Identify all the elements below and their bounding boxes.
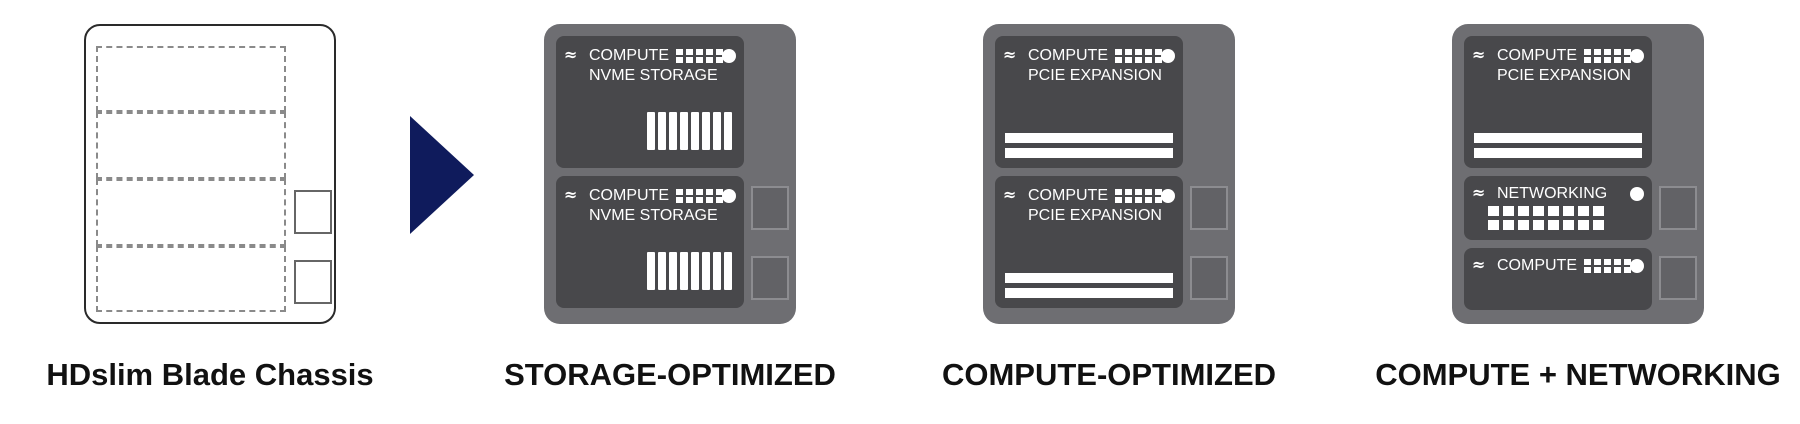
empty-bay-1 bbox=[96, 46, 286, 112]
blade-subtitle: PCIE EXPANSION bbox=[1028, 67, 1162, 84]
blade-title: NETWORKING bbox=[1497, 185, 1608, 202]
caption-compute-networking: COMPUTE + NETWORKING bbox=[1375, 357, 1781, 392]
status-led-icon bbox=[722, 189, 736, 203]
status-led-icon bbox=[1630, 259, 1644, 273]
blade-subtitle: NVME STORAGE bbox=[589, 207, 718, 224]
logo-icon: ≈ bbox=[564, 45, 577, 64]
status-led-icon bbox=[722, 49, 736, 63]
networking-blade: ≈ NETWORKING bbox=[1464, 176, 1652, 240]
empty-side-bay-2 bbox=[294, 260, 332, 304]
pcie-card-icon bbox=[1474, 128, 1642, 158]
caption-compute-optimized: COMPUTE-OPTIMIZED bbox=[941, 357, 1277, 392]
empty-chassis bbox=[84, 24, 336, 324]
nvme-storage-blade-1: ≈ COMPUTE NVME STORAGE bbox=[556, 36, 744, 168]
empty-side-bay-1 bbox=[294, 190, 332, 234]
led-array-icon bbox=[1584, 49, 1631, 63]
empty-bay-4 bbox=[96, 246, 286, 312]
compute-chassis: ≈ COMPUTE PCIE EXPANSION ≈ COMPUTE PCIE … bbox=[983, 24, 1235, 324]
drive-slot-icon bbox=[647, 112, 732, 150]
pcie-expansion-blade-2: ≈ COMPUTE PCIE EXPANSION bbox=[995, 176, 1183, 308]
empty-bay-2 bbox=[96, 112, 286, 179]
pcie-expansion-blade: ≈ COMPUTE PCIE EXPANSION bbox=[1464, 36, 1652, 168]
blade-title: COMPUTE bbox=[1028, 187, 1108, 204]
side-bay-1 bbox=[1659, 186, 1697, 230]
pcie-card-icon bbox=[1005, 128, 1173, 158]
side-bay-1 bbox=[1190, 186, 1228, 230]
caption-empty-chassis: HDslim Blade Chassis bbox=[46, 357, 374, 392]
drive-slot-icon bbox=[647, 252, 732, 290]
status-led-icon bbox=[1161, 189, 1175, 203]
compute-blade: ≈ COMPUTE bbox=[1464, 248, 1652, 310]
pcie-expansion-blade-1: ≈ COMPUTE PCIE EXPANSION bbox=[995, 36, 1183, 168]
blade-title: COMPUTE bbox=[1497, 47, 1577, 64]
logo-icon: ≈ bbox=[1472, 183, 1485, 202]
logo-icon: ≈ bbox=[1003, 185, 1016, 204]
led-array-icon bbox=[1115, 49, 1162, 63]
blade-title: COMPUTE bbox=[1497, 257, 1577, 274]
led-array-icon bbox=[1115, 189, 1162, 203]
logo-icon: ≈ bbox=[1472, 255, 1485, 274]
logo-icon: ≈ bbox=[1472, 45, 1485, 64]
blade-subtitle: NVME STORAGE bbox=[589, 67, 718, 84]
networking-chassis: ≈ COMPUTE PCIE EXPANSION ≈ NETWORKING ≈ … bbox=[1452, 24, 1704, 324]
caption-storage-optimized: STORAGE-OPTIMIZED bbox=[504, 357, 836, 392]
blade-title: COMPUTE bbox=[589, 187, 669, 204]
led-array-icon bbox=[1584, 259, 1631, 273]
led-array-icon bbox=[676, 49, 723, 63]
side-bay-2 bbox=[1190, 256, 1228, 300]
status-led-icon bbox=[1630, 187, 1644, 201]
side-bay-2 bbox=[1659, 256, 1697, 300]
led-array-icon bbox=[676, 189, 723, 203]
blade-title: COMPUTE bbox=[589, 47, 669, 64]
logo-icon: ≈ bbox=[1003, 45, 1016, 64]
blade-subtitle: PCIE EXPANSION bbox=[1028, 207, 1162, 224]
status-led-icon bbox=[1630, 49, 1644, 63]
network-port-icon bbox=[1488, 206, 1604, 230]
status-led-icon bbox=[1161, 49, 1175, 63]
arrow-right-icon bbox=[410, 116, 474, 234]
side-bay-1 bbox=[751, 186, 789, 230]
empty-bay-3 bbox=[96, 179, 286, 246]
blade-title: COMPUTE bbox=[1028, 47, 1108, 64]
blade-subtitle: PCIE EXPANSION bbox=[1497, 67, 1631, 84]
storage-chassis: ≈ COMPUTE NVME STORAGE ≈ COMPUTE NVME ST… bbox=[544, 24, 796, 324]
logo-icon: ≈ bbox=[564, 185, 577, 204]
nvme-storage-blade-2: ≈ COMPUTE NVME STORAGE bbox=[556, 176, 744, 308]
pcie-card-icon bbox=[1005, 268, 1173, 298]
side-bay-2 bbox=[751, 256, 789, 300]
